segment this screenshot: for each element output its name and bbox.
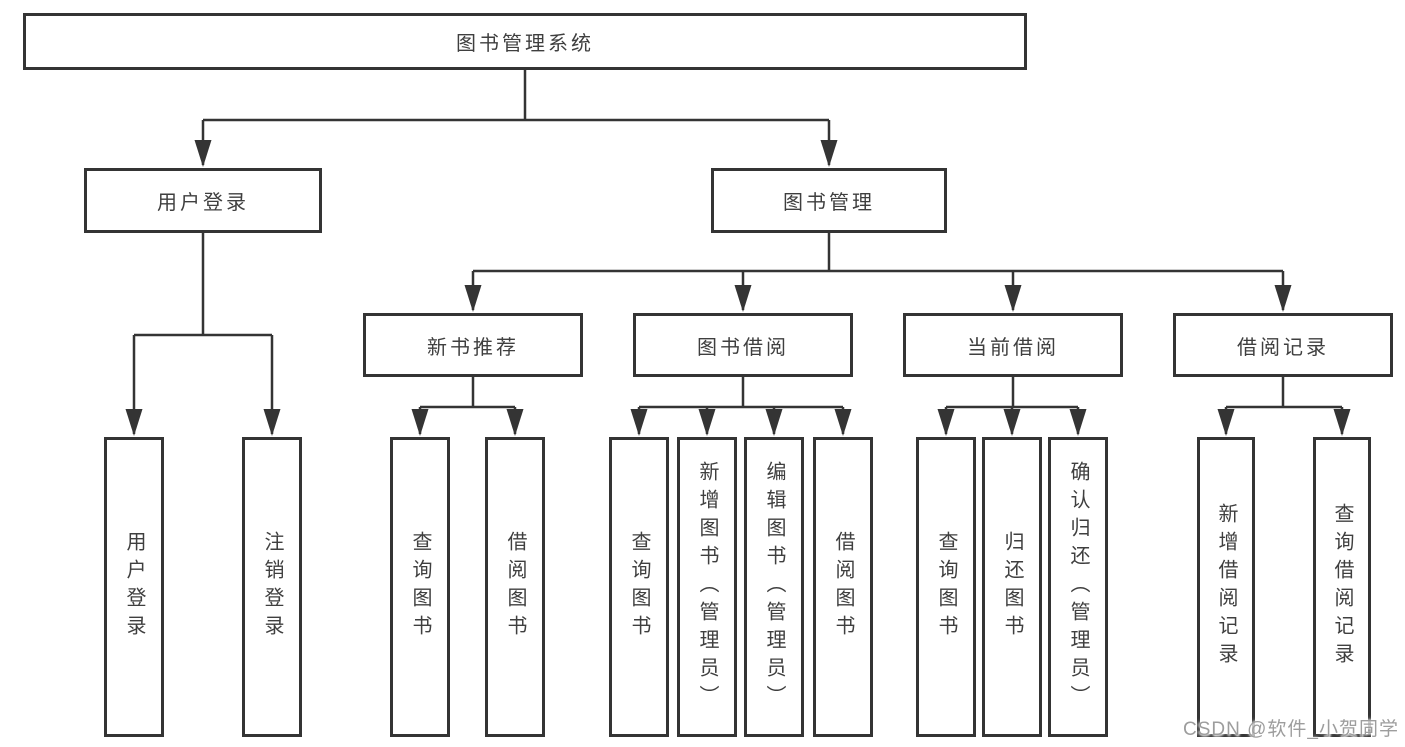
leaf-label: 借阅图书 [504, 531, 526, 643]
node-book-management: 图书管理 [711, 168, 947, 233]
leaf-label: 用户登录 [123, 531, 145, 643]
leaf-label: 新增借阅记录 [1215, 503, 1237, 671]
leaf-label: 归还图书 [1001, 531, 1023, 643]
node-borrowing-records: 借阅记录 [1173, 313, 1393, 377]
leaf-edit-books-admin: 编辑图书（管理员） [744, 437, 804, 737]
node-current-borrowing: 当前借阅 [903, 313, 1123, 377]
node-new-book-recommendation: 新书推荐 [363, 313, 583, 377]
leaf-label: 借阅图书 [832, 531, 854, 643]
leaf-add-borrow-record: 新增借阅记录 [1197, 437, 1255, 737]
leaf-label: 查询图书 [628, 531, 650, 643]
leaf-query-books-current: 查询图书 [916, 437, 976, 737]
leaf-borrow-books-recommend: 借阅图书 [485, 437, 545, 737]
leaf-label: 编辑图书（管理员） [763, 461, 785, 713]
node-label: 新书推荐 [427, 336, 519, 359]
leaf-query-books-borrowing: 查询图书 [609, 437, 669, 737]
leaf-label: 查询图书 [409, 531, 431, 643]
node-library-management-system: 图书管理系统 [23, 13, 1027, 70]
leaf-return-books: 归还图书 [982, 437, 1042, 737]
leaf-label: 新增图书（管理员） [696, 461, 718, 713]
node-label: 用户登录 [157, 192, 249, 214]
leaf-query-books-recommend: 查询图书 [390, 437, 450, 737]
leaf-user-login: 用户登录 [104, 437, 164, 737]
leaf-logout: 注销登录 [242, 437, 302, 737]
leaf-query-borrow-record: 查询借阅记录 [1313, 437, 1371, 737]
node-label: 当前借阅 [967, 336, 1059, 359]
leaf-label: 确认归还（管理员） [1067, 461, 1089, 713]
leaf-add-books-admin: 新增图书（管理员） [677, 437, 737, 737]
leaf-confirm-return-admin: 确认归还（管理员） [1048, 437, 1108, 737]
node-label: 图书借阅 [697, 336, 789, 359]
leaf-label: 查询图书 [935, 531, 957, 643]
node-label: 图书管理 [783, 192, 875, 214]
leaf-label: 查询借阅记录 [1331, 503, 1353, 671]
node-book-borrowing: 图书借阅 [633, 313, 853, 377]
leaf-label: 注销登录 [261, 531, 283, 643]
node-label: 图书管理系统 [456, 33, 594, 55]
leaf-borrow-books-borrowing: 借阅图书 [813, 437, 873, 737]
csdn-watermark: CSDN @软件_小贺同学 [1183, 719, 1399, 740]
node-user-login: 用户登录 [84, 168, 322, 233]
node-label: 借阅记录 [1237, 336, 1329, 359]
